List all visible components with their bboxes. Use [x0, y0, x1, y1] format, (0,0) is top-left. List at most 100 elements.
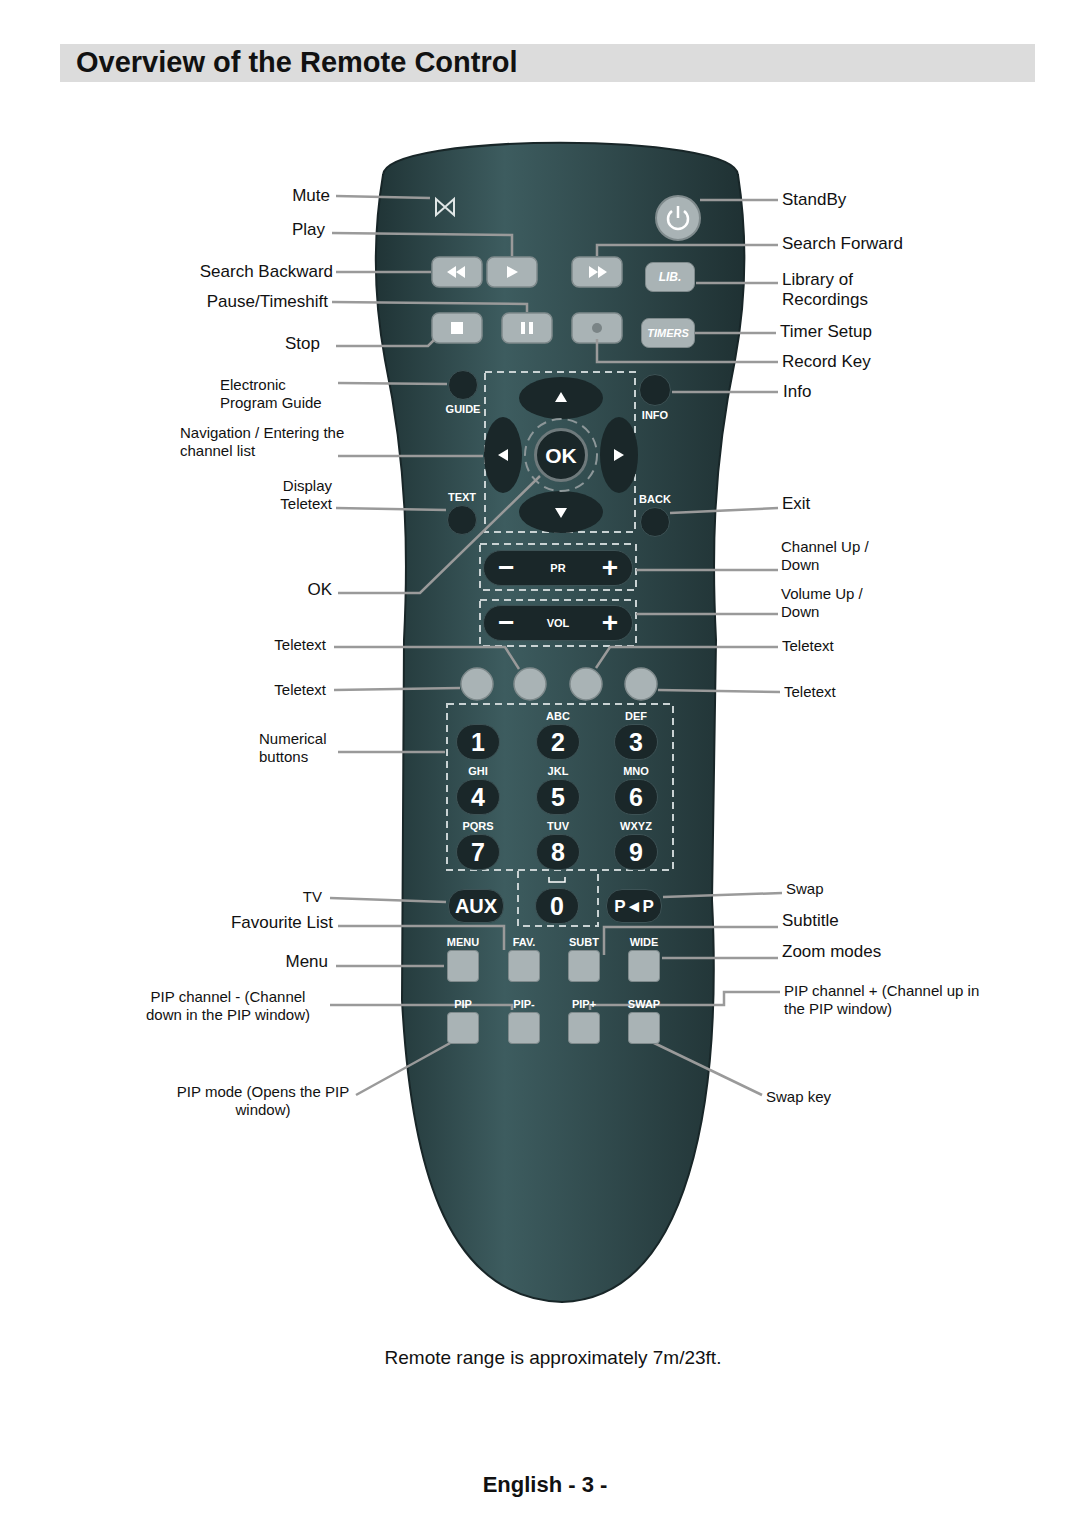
- key-text: −: [498, 609, 514, 637]
- leader-line: [338, 926, 504, 950]
- button-label: PIP: [454, 998, 472, 1010]
- key-text: 1: [471, 730, 485, 755]
- key-text: 4: [471, 785, 485, 810]
- power-symbol: [668, 206, 688, 229]
- transport-symbol: [447, 266, 465, 278]
- callout-label: Menu: [285, 952, 328, 972]
- grey-button: FAV.: [508, 950, 540, 982]
- key-face: −PR+: [484, 554, 632, 582]
- remote-key: AUX: [448, 889, 504, 923]
- button-label: GUIDE: [446, 403, 481, 415]
- remote-key: GHI4: [456, 779, 500, 815]
- leader-line: [662, 957, 778, 960]
- callout-label: Channel Up / Down: [781, 538, 869, 574]
- grey-button: SWAP: [628, 1012, 660, 1044]
- remote-key: −PR+: [483, 550, 633, 586]
- key-text: 2: [551, 730, 565, 755]
- remote-key: DEF3: [614, 724, 658, 760]
- button-group-outline: [447, 704, 673, 870]
- button-label: INFO: [642, 409, 668, 421]
- leader-line: [356, 1042, 452, 1095]
- space-symbol: [549, 877, 565, 882]
- button-label: ABC: [546, 710, 570, 722]
- leader-line: [338, 476, 540, 593]
- transport-symbol: [521, 322, 533, 334]
- remote-key: 0: [535, 888, 579, 924]
- button-label: WIDE: [630, 936, 659, 948]
- key-text: 7: [471, 840, 485, 865]
- leader-line: [636, 613, 778, 616]
- remote-key: TEXT: [447, 505, 477, 535]
- remote-key: WXYZ9: [614, 834, 658, 870]
- grey-button: PIP+: [568, 1012, 600, 1044]
- key-face: 1: [471, 730, 485, 755]
- transport-button: [572, 313, 622, 343]
- remote-key: INFO: [639, 374, 671, 406]
- key-face: −VOL+: [484, 609, 632, 637]
- teletext-colour-button: [514, 668, 546, 700]
- callout-label: Info: [783, 382, 811, 402]
- key-text: VOL: [547, 618, 570, 629]
- key-face: 8: [551, 840, 565, 865]
- callout-label: Numerical buttons: [259, 730, 343, 766]
- key-text: 0: [550, 894, 564, 919]
- callout-label: PIP channel + (Channel up in the PIP win…: [784, 982, 989, 1018]
- grey-button: SUBT: [568, 950, 600, 982]
- transport-button: [572, 257, 622, 287]
- page-footer: English - 3 -: [425, 1472, 665, 1498]
- leader-line: [636, 569, 778, 572]
- callout-label: PIP channel - (Channel down in the PIP w…: [139, 988, 317, 1024]
- teletext-colour-button: [570, 668, 602, 700]
- transport-button: [487, 257, 537, 287]
- button-label: MENU: [447, 936, 479, 948]
- key-face: 6: [629, 785, 643, 810]
- leader-line: [338, 751, 445, 754]
- key-text: OK: [545, 445, 577, 466]
- key-text: P◄P: [614, 898, 654, 915]
- key-text: 9: [629, 840, 643, 865]
- callout-label: Exit: [782, 494, 810, 514]
- remote-key: GUIDE: [448, 370, 478, 400]
- key-face: AUX: [455, 896, 497, 916]
- transport-symbol: [451, 322, 463, 334]
- key-face: OK: [545, 445, 577, 466]
- button-label: TUV: [547, 820, 569, 832]
- key-text: 8: [551, 840, 565, 865]
- button-label: DEF: [625, 710, 647, 722]
- key-text: 5: [551, 785, 565, 810]
- leader-line: [700, 199, 778, 202]
- transport-symbol: [507, 266, 518, 278]
- mute-button: [436, 199, 454, 215]
- button-label: PIP-: [513, 998, 534, 1010]
- leader-line: [334, 688, 460, 690]
- transport-button: [432, 257, 482, 287]
- grey-button: TIMERS: [641, 318, 695, 348]
- remote-key: ABC2: [536, 724, 580, 760]
- leader-line: [332, 233, 512, 256]
- leader-line: [672, 391, 778, 394]
- title-band: [60, 44, 1035, 82]
- remote-body: [376, 143, 745, 1302]
- callout-label: Display Teletext: [254, 477, 332, 513]
- leader-line: [663, 893, 782, 897]
- callout-label: TV: [303, 888, 322, 906]
- leader-line: [336, 508, 446, 510]
- range-caption: Remote range is approximately 7m/23ft.: [300, 1347, 806, 1370]
- leader-line: [338, 383, 447, 384]
- callout-label: Pause/Timeshift: [207, 292, 328, 312]
- callout-label: Swap key: [766, 1088, 831, 1106]
- callout-label: Search Forward: [782, 234, 903, 254]
- transport-button: [502, 313, 552, 343]
- page-title: Overview of the Remote Control: [76, 45, 518, 80]
- remote-key: JKL5: [536, 779, 580, 815]
- key-text: AUX: [455, 896, 497, 916]
- button-label: MNO: [623, 765, 649, 777]
- leader-line: [334, 647, 519, 669]
- callout-label: Teletext: [274, 636, 326, 654]
- standby-button: [656, 196, 700, 240]
- callout-label: Swap: [786, 880, 824, 898]
- leader-line: [336, 340, 434, 346]
- key-text: TIMERS: [647, 328, 689, 339]
- remote-key: PQRS7: [456, 834, 500, 870]
